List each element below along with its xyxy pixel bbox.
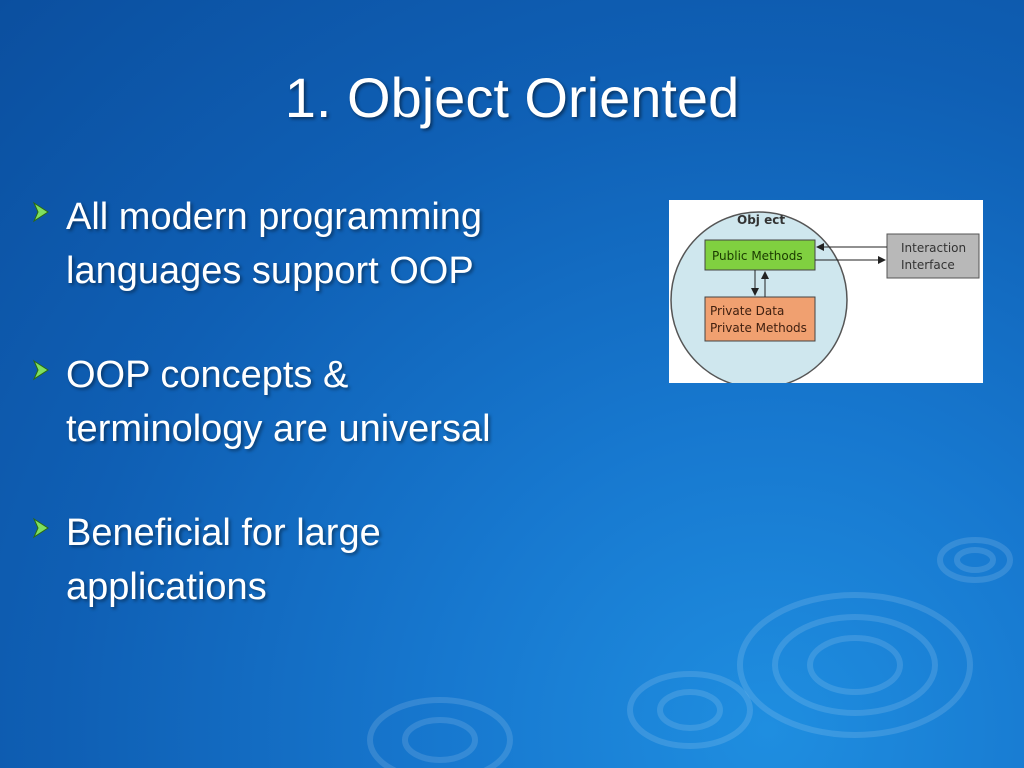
bullet-line: applications [66, 566, 267, 608]
bullet-list: All modern programming languages support… [28, 190, 628, 664]
bullet-item: OOP concepts & terminology are universal [28, 348, 628, 456]
bullet-line: All modern programming [66, 196, 483, 238]
private-data-label: Private Data [710, 304, 784, 318]
interaction-interface-box [886, 233, 980, 279]
interface-label: Interface [901, 258, 955, 272]
chevron-right-icon [32, 517, 49, 539]
interaction-label: Interaction [901, 241, 966, 255]
chevron-right-icon [32, 359, 49, 381]
chevron-right-icon [32, 201, 49, 223]
bullet-line: Beneficial for large [66, 512, 381, 554]
object-diagram: Obj ect Public Methods Private Data Priv… [669, 200, 983, 383]
bullet-line: terminology are universal [66, 408, 491, 450]
slide-title: 1. Object Oriented [284, 66, 740, 129]
bullet-line: languages support OOP [66, 250, 474, 292]
bullet-item: All modern programming languages support… [28, 190, 628, 298]
object-label: Obj ect [737, 213, 785, 227]
public-methods-label: Public Methods [712, 249, 803, 263]
public-methods-box [704, 239, 816, 271]
bullet-item: Beneficial for large applications [28, 506, 628, 614]
bullet-line: OOP concepts & [66, 354, 349, 396]
private-box [704, 296, 816, 342]
object-diagram-svg: Obj ect Public Methods Private Data Priv… [670, 211, 980, 383]
private-methods-label: Private Methods [710, 321, 807, 335]
